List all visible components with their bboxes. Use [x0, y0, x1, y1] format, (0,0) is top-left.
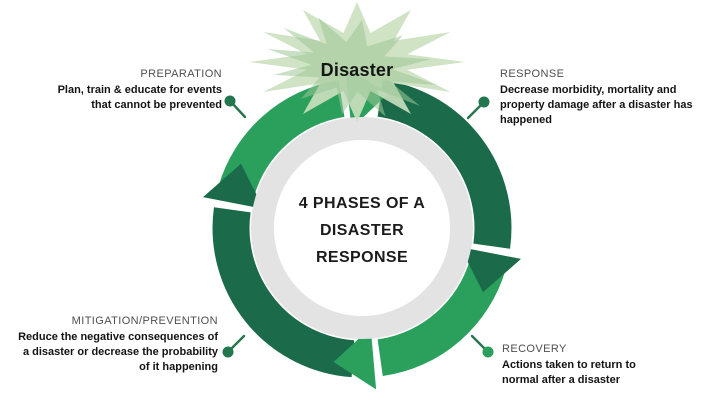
- phase-preparation-title: PREPARATION: [140, 68, 222, 80]
- mitigation-connector-dot: [222, 346, 234, 358]
- phase-mitigation-desc-line: a disaster or decrease the probability: [22, 346, 218, 358]
- phase-mitigation-desc-line: Reduce the negative consequences of: [18, 331, 218, 343]
- phase-mitigation: MITIGATION/PREVENTION Reduce the negativ…: [2, 315, 218, 375]
- center-hub-circle: [274, 140, 450, 316]
- cycle-ring: [203, 66, 521, 390]
- center-title-line: RESPONSE: [315, 249, 409, 266]
- phase-response: RESPONSE Decrease morbidity, mortality a…: [500, 68, 720, 128]
- center-title-line: DISASTER: [319, 222, 405, 239]
- phase-response-desc-line: property damage after a disaster has: [500, 99, 693, 111]
- center-title-line: 4 PHASES OF A: [298, 195, 426, 212]
- preparation-connector-dot: [224, 95, 236, 107]
- phase-recovery-desc-line: normal after a disaster: [502, 374, 620, 386]
- phase-response-desc-line: Decrease morbidity, mortality and: [500, 84, 677, 96]
- phase-response-desc-line: happened: [500, 114, 552, 126]
- connector-pins: [222, 95, 494, 358]
- phase-mitigation-title: MITIGATION/PREVENTION: [71, 315, 218, 327]
- phase-preparation: PREPARATION Plan, train & educate for ev…: [12, 68, 222, 113]
- phase-preparation-desc-line: Plan, train & educate for events: [57, 84, 222, 96]
- arrow-left-up-icon: [203, 163, 264, 209]
- phase-mitigation-desc-line: of it happening: [139, 361, 218, 373]
- phase-recovery-title: RECOVERY: [502, 343, 567, 355]
- phase-response-title: RESPONSE: [500, 68, 565, 80]
- inner-gray-ring: [251, 117, 473, 339]
- arc-mitigation-segment: [212, 207, 355, 378]
- mitigation-connector-line: [228, 334, 246, 352]
- center-title: 4 PHASES OF A DISASTER RESPONSE: [252, 190, 472, 271]
- phase-preparation-desc-line: that cannot be prevented: [91, 99, 222, 111]
- response-connector-dot: [478, 96, 490, 108]
- phase-recovery: RECOVERY Actions taken to return to norm…: [502, 343, 702, 388]
- arrow-right-down-icon: [460, 247, 521, 293]
- arc-response-segment: [377, 79, 512, 249]
- phase-recovery-desc-line: Actions taken to return to: [502, 359, 636, 371]
- arrow-bottom-left-icon: [333, 327, 377, 390]
- response-connector-line: [466, 102, 484, 120]
- recovery-connector-dot: [482, 346, 494, 358]
- disaster-burst-label: Disaster: [320, 60, 394, 80]
- preparation-connector-line: [230, 101, 247, 119]
- recovery-connector-line: [470, 334, 488, 352]
